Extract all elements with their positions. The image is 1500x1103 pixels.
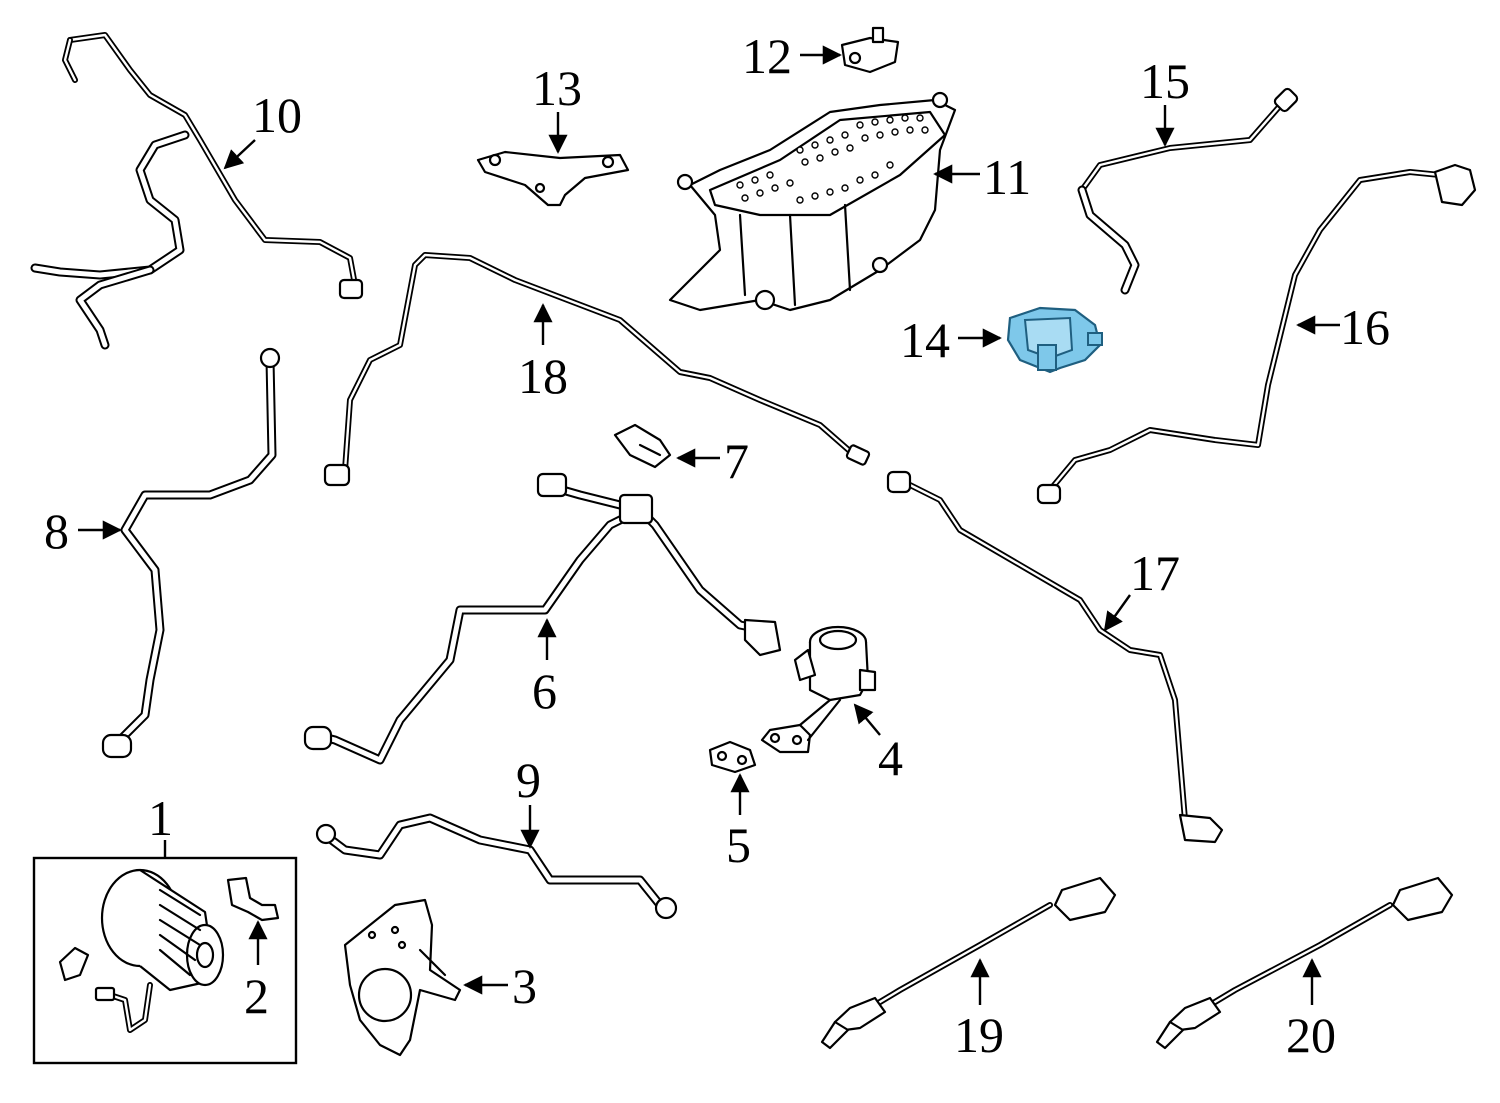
- callout-16: 16: [1296, 299, 1390, 355]
- part-15-hose[interactable]: [1077, 87, 1299, 295]
- part-4-pump-valve[interactable]: [760, 625, 877, 754]
- part-17-line[interactable]: [886, 470, 1224, 844]
- callout-10: 10: [223, 87, 302, 170]
- callout-9: 9: [516, 752, 541, 849]
- callout-19-label: 19: [954, 1007, 1004, 1063]
- part-16-hose[interactable]: [1036, 163, 1477, 505]
- callout-2-label: 2: [244, 968, 269, 1024]
- callout-5-label: 5: [726, 817, 751, 873]
- callout-11-label: 11: [983, 149, 1031, 205]
- callout-20: 20: [1286, 958, 1336, 1063]
- callout-13-label: 13: [532, 60, 582, 116]
- callout-6-label: 6: [532, 663, 557, 719]
- part-18-line[interactable]: [323, 252, 871, 487]
- part-11-canister[interactable]: [668, 91, 957, 312]
- callout-9-label: 9: [516, 752, 541, 808]
- callout-12: 12: [742, 28, 842, 84]
- callout-20-label: 20: [1286, 1007, 1336, 1063]
- callout-7: 7: [676, 433, 749, 489]
- part-7-connector[interactable]: [613, 423, 672, 469]
- callout-16-label: 16: [1340, 299, 1390, 355]
- part-19-oxygen-sensor[interactable]: [820, 876, 1117, 1050]
- callout-3-label: 3: [512, 958, 537, 1014]
- callout-17-label: 17: [1130, 545, 1180, 601]
- callout-4: 4: [853, 703, 903, 786]
- part-8-hose[interactable]: [101, 347, 281, 759]
- callout-2: 2: [244, 920, 269, 1024]
- part-5-gasket[interactable]: [708, 740, 757, 774]
- callout-15: 15: [1140, 53, 1190, 147]
- callout-13: 13: [532, 60, 582, 154]
- callout-8: 8: [44, 503, 122, 559]
- part-12-sensor[interactable]: [840, 26, 900, 74]
- callout-14: 14: [900, 312, 1002, 368]
- callout-5: 5: [726, 773, 751, 873]
- callout-14-label: 14: [900, 312, 950, 368]
- callout-7-label: 7: [724, 433, 749, 489]
- callout-3: 3: [463, 958, 537, 1014]
- part-14-valve[interactable]: [1006, 306, 1103, 374]
- callout-15-label: 15: [1140, 53, 1190, 109]
- part-20-oxygen-sensor[interactable]: [1155, 876, 1454, 1050]
- part-10-hose-assembly[interactable]: [30, 32, 364, 350]
- part-1-pump-assembly[interactable]: [32, 856, 298, 1065]
- callout-17: 17: [1103, 545, 1180, 632]
- callout-19: 19: [954, 958, 1004, 1063]
- part-13-bracket[interactable]: [476, 150, 630, 207]
- callout-10-label: 10: [252, 87, 302, 143]
- callout-18: 18: [518, 303, 568, 404]
- callout-12-label: 12: [742, 28, 792, 84]
- part-3-bracket[interactable]: [343, 898, 462, 1057]
- callout-8-label: 8: [44, 503, 69, 559]
- part-6-hose[interactable]: [303, 472, 782, 765]
- callout-18-label: 18: [518, 348, 568, 404]
- callout-1: 1: [148, 790, 173, 858]
- callout-4-label: 4: [878, 730, 903, 786]
- callout-6: 6: [532, 618, 557, 719]
- part-9-hose[interactable]: [315, 813, 678, 920]
- callout-11: 11: [933, 149, 1031, 205]
- callout-1-label: 1: [148, 790, 173, 846]
